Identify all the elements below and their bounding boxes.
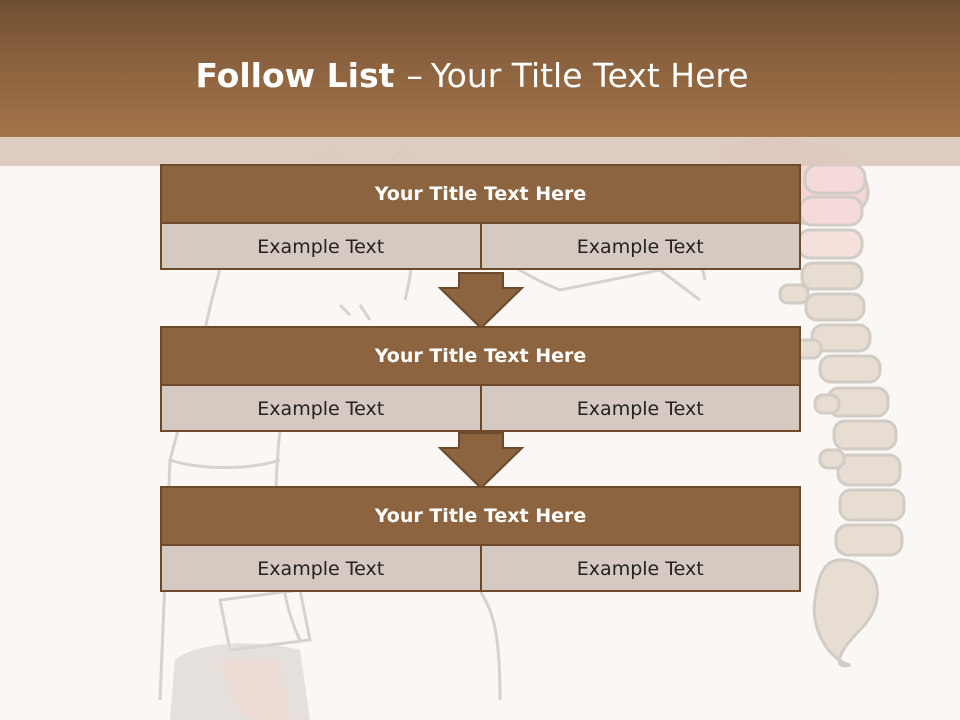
slide-title-rest: Your Title Text Here [430, 56, 749, 95]
step-title: Your Title Text Here [162, 166, 799, 224]
header-accent-band [0, 137, 960, 166]
down-arrow-icon [438, 432, 524, 490]
step-block-1: Your Title Text Here Example Text Exampl… [160, 164, 801, 270]
step-cell-left: Example Text [257, 398, 385, 420]
slide-title-dash: – [406, 56, 423, 95]
step-cell-right: Example Text [479, 224, 800, 270]
step-block-2: Your Title Text Here Example Text Exampl… [160, 326, 801, 432]
step-title: Your Title Text Here [162, 328, 799, 386]
slide-title: Follow List–Your Title Text Here [0, 54, 944, 98]
step-title: Your Title Text Here [162, 488, 799, 546]
step-cell-left: Example Text [257, 236, 385, 258]
slide-title-bold: Follow List [195, 56, 395, 95]
step-block-3: Your Title Text Here Example Text Exampl… [160, 486, 801, 592]
step-row: Example Text Example Text [162, 386, 799, 432]
down-arrow-icon [438, 272, 524, 330]
step-cell-right: Example Text [479, 546, 800, 592]
step-cell-left: Example Text [257, 558, 385, 580]
step-row: Example Text Example Text [162, 224, 799, 270]
title-header-bar [0, 0, 960, 137]
step-row: Example Text Example Text [162, 546, 799, 592]
step-cell-right: Example Text [479, 386, 800, 432]
